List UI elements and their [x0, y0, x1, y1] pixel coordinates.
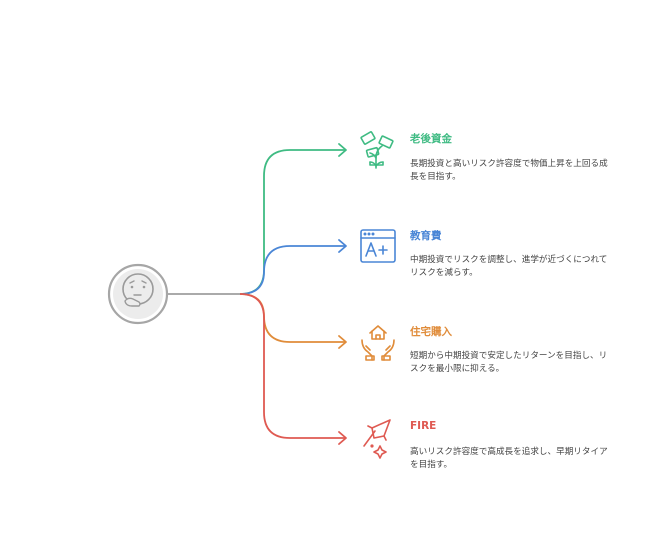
- branch-title: 住宅購入: [410, 326, 452, 338]
- connector-line-housing: [239, 293, 346, 343]
- branch-description: 中期投資でリスクを調整し、進学が近づくにつれてリスクを減らす。: [410, 255, 608, 278]
- branch-title: FIRE: [410, 420, 437, 432]
- branch-description: 長期投資と高いリスク許容度で物価上昇を上回る成長を目指す。: [410, 159, 608, 182]
- thinking-face-icon: [107, 263, 169, 325]
- branch-description: 短期から中期投資で安定したリターンを目指し、リスクを最小限に抑える。: [410, 351, 608, 374]
- connector-line-education: [239, 245, 346, 295]
- branch-description: 高いリスク許容度で高成長を追求し、早期リタイアを目指す。: [410, 447, 608, 470]
- arrowhead-housing: [338, 335, 347, 349]
- arrowhead-fire: [338, 431, 347, 445]
- money-plant-icon: [360, 131, 394, 169]
- arrowhead-education: [338, 239, 347, 253]
- arrowhead-retirement: [338, 143, 347, 157]
- branch-title: 教育費: [410, 230, 442, 242]
- connector-line-fire: [239, 293, 346, 439]
- rocket-launch-icon: [363, 419, 391, 459]
- branch-title: 老後資金: [410, 133, 452, 145]
- house-in-hands-icon: [361, 325, 395, 361]
- connector-line-retirement: [239, 149, 346, 295]
- grade-a-plus-icon: [360, 229, 396, 263]
